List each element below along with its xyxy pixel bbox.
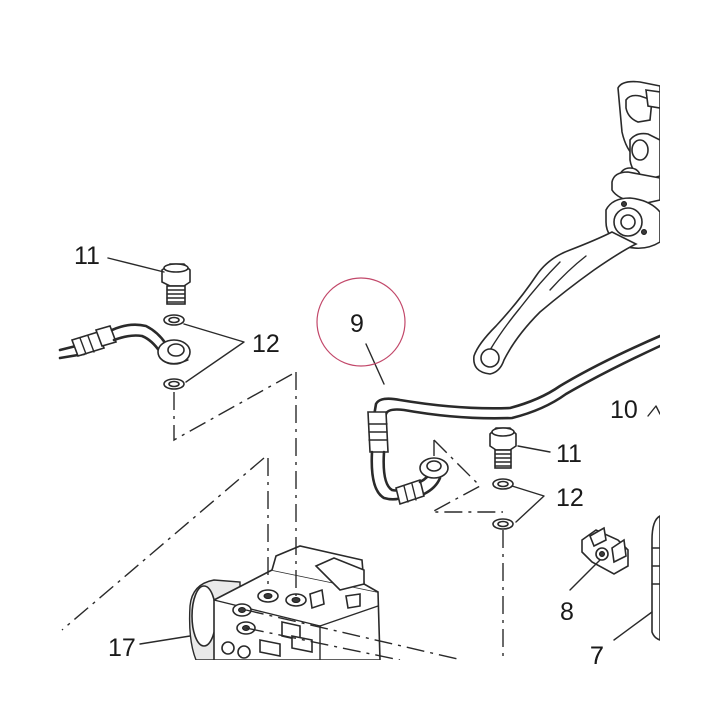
fluid-reservoir xyxy=(651,514,661,642)
left-brake-line xyxy=(58,323,191,365)
crop-mask-right xyxy=(660,0,720,720)
callout-11-left: 11 xyxy=(74,242,100,270)
left-banjo-bolt xyxy=(161,263,191,305)
callout-17: 17 xyxy=(108,634,136,662)
assembly-guides xyxy=(61,371,504,661)
callout-12-left: 12 xyxy=(252,330,280,358)
right-washers xyxy=(492,478,514,530)
callout-11-right: 11 xyxy=(556,440,582,468)
abs-unit xyxy=(188,545,381,661)
callout-9: 9 xyxy=(350,310,364,338)
brake-line-9 xyxy=(367,334,662,506)
callout-12-right: 12 xyxy=(556,484,584,512)
callout-7-visible: 7 xyxy=(590,642,604,670)
crop-mask-bottom xyxy=(0,660,720,720)
brake-lever xyxy=(473,80,661,375)
callout-highlight-circle xyxy=(316,277,406,367)
line-clip xyxy=(581,526,629,575)
callout-10: 10 xyxy=(610,396,638,424)
left-washers xyxy=(163,314,185,390)
leader-lines xyxy=(107,257,661,645)
right-banjo-bolt xyxy=(489,427,517,469)
callout-8: 8 xyxy=(560,598,574,626)
